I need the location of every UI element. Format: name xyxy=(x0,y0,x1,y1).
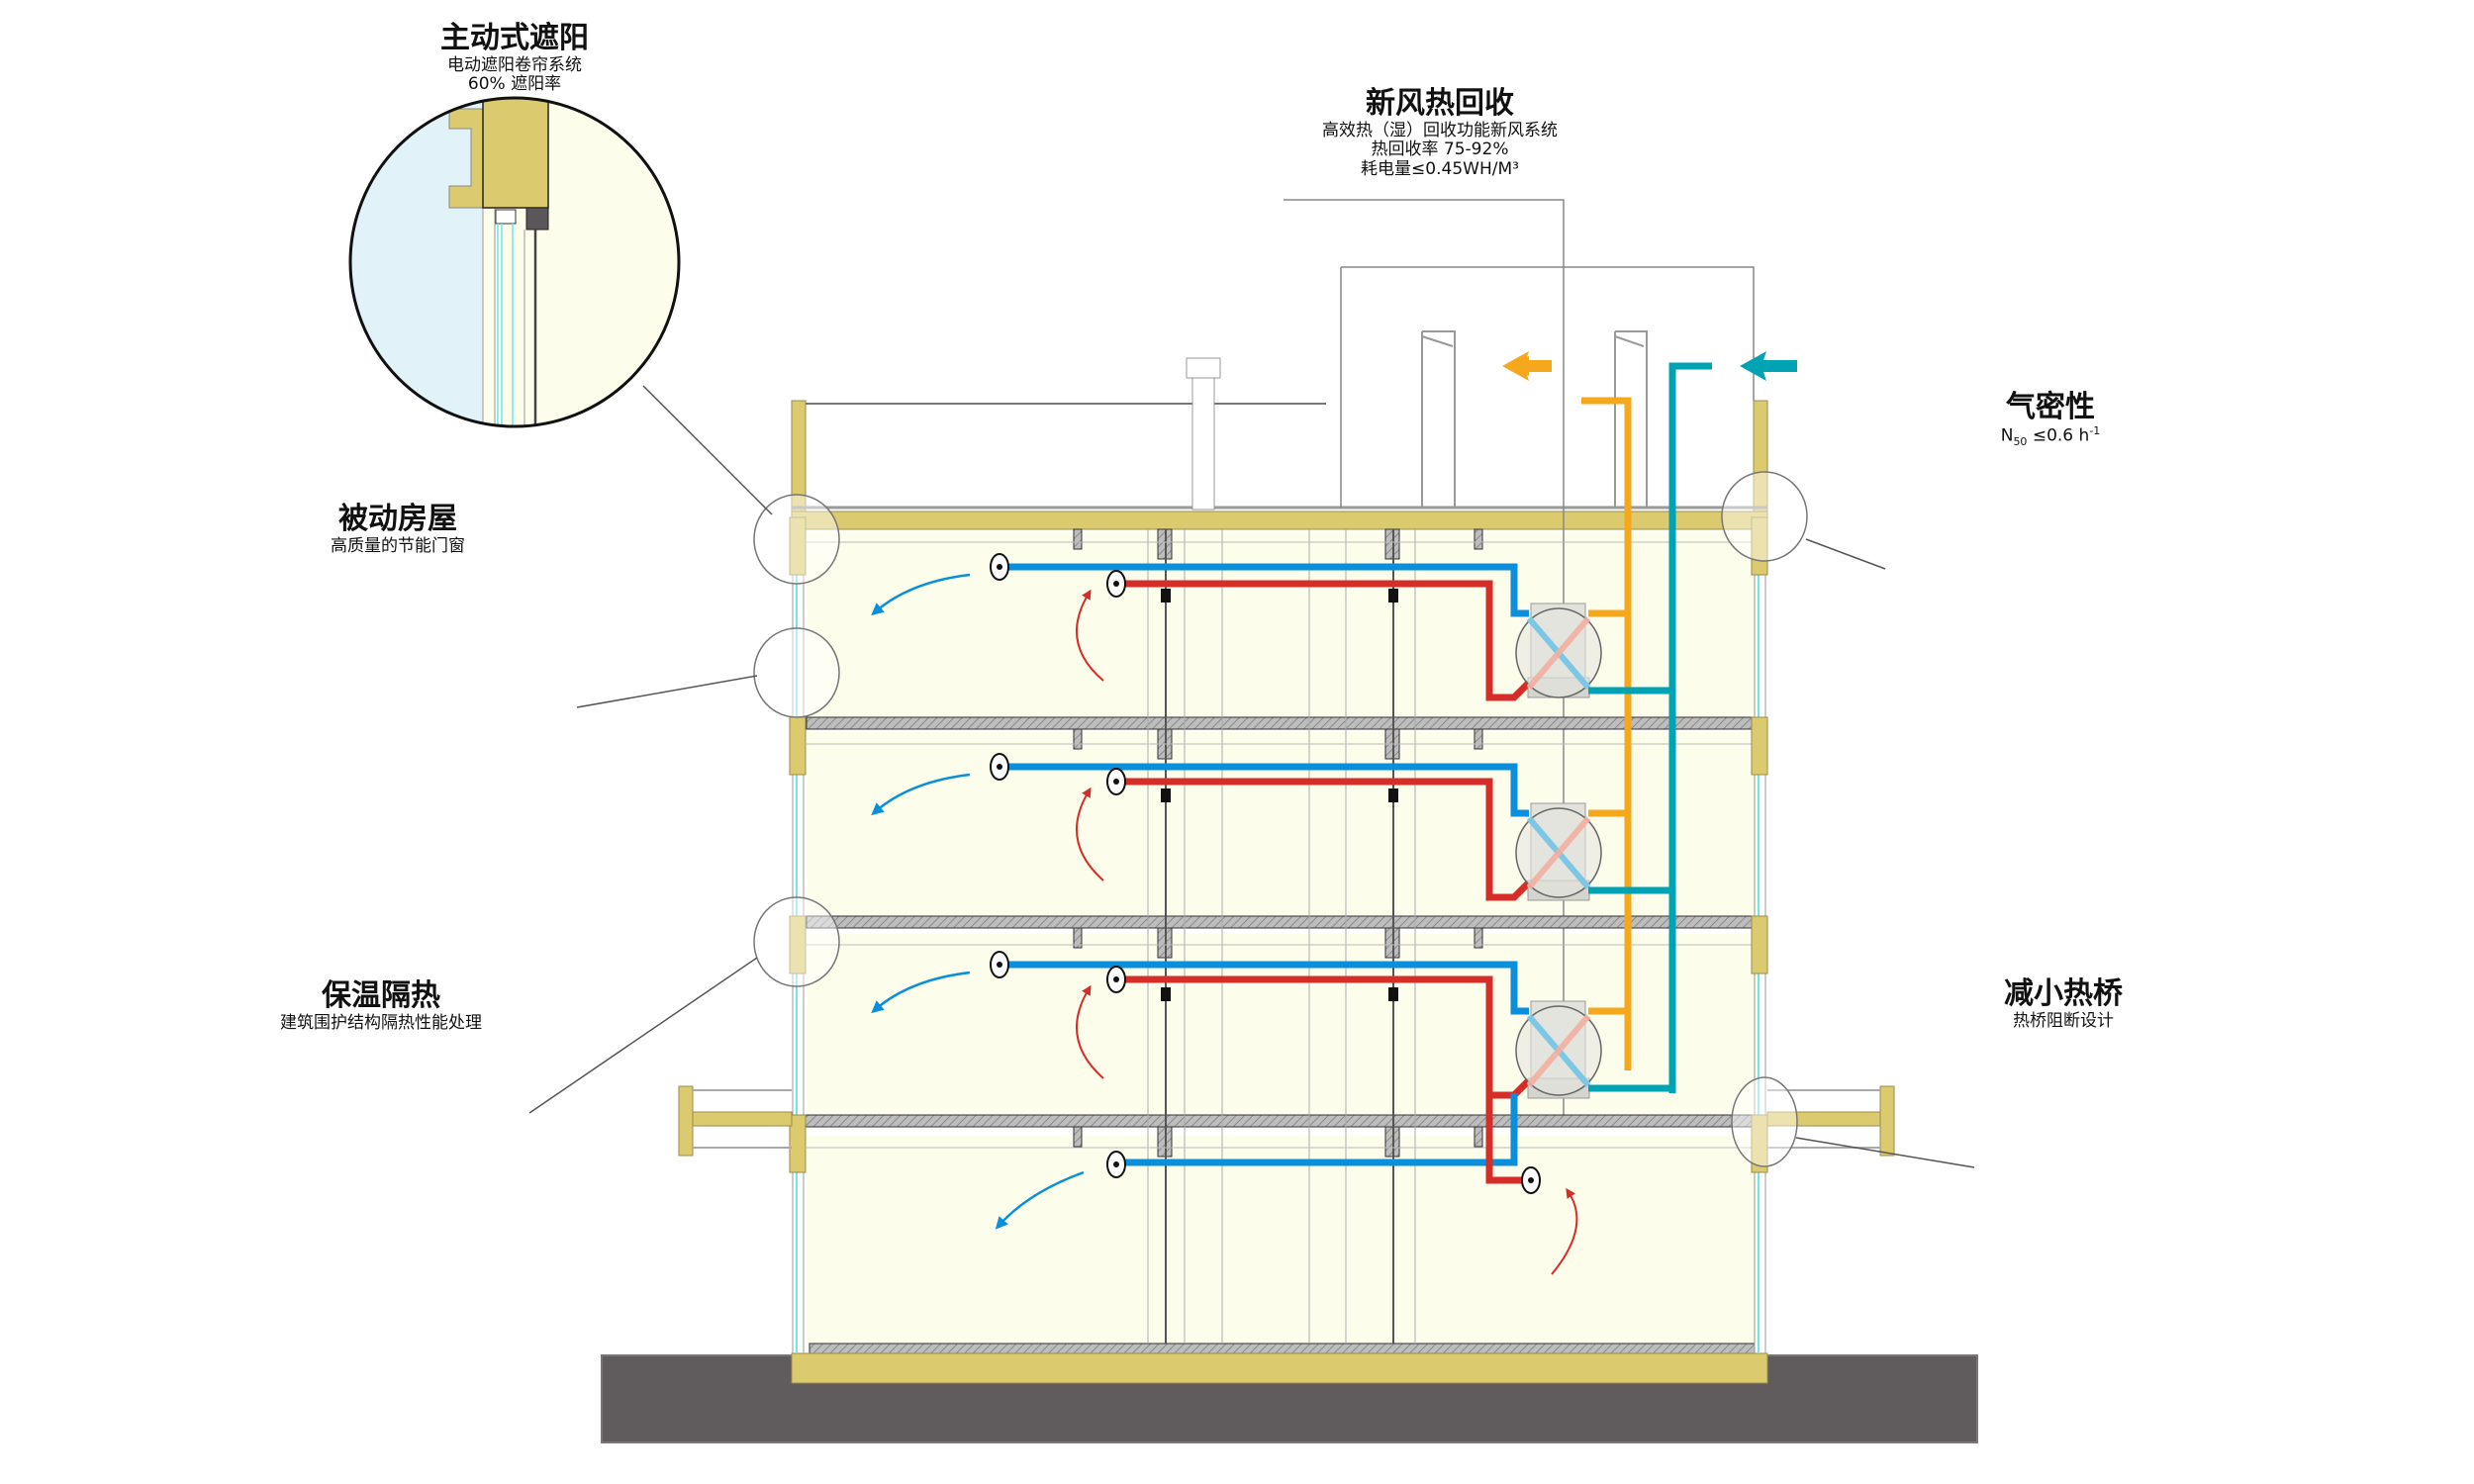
airtightness-title: 气密性 xyxy=(2006,390,2095,424)
thermal-bridge-title: 减小热桥 xyxy=(2004,976,2123,1011)
extract-grille-dot xyxy=(1528,1177,1534,1183)
mvhr-crossflow-warm xyxy=(1526,816,1591,889)
wall-bracket xyxy=(789,516,807,576)
shading-line-2: 60% 遮阳率 xyxy=(467,74,562,95)
floor-slab-3 xyxy=(806,716,1758,730)
wall-bracket xyxy=(789,915,807,974)
thermal-bridge-label: 减小热桥 热桥阻断设计 xyxy=(2004,976,2123,1031)
building-section xyxy=(678,199,1895,1384)
exhaust-riser xyxy=(1581,397,1632,1070)
downstand-beam xyxy=(1474,528,1483,550)
roof-slab xyxy=(791,510,1768,530)
downstand-beam xyxy=(1474,1126,1483,1148)
downstand-beam xyxy=(1073,528,1083,550)
shading-title: 主动式遮阳 xyxy=(440,21,589,55)
insulation-line-1: 建筑围护结构隔热性能处理 xyxy=(280,1012,482,1033)
supply-airflow-arrow xyxy=(995,1170,1085,1230)
duct-hanger xyxy=(1161,987,1171,1001)
exhaust-out-arrowhead xyxy=(1502,351,1529,381)
passive-house-title: 被动房屋 xyxy=(338,502,457,536)
extract-airflow-arrow xyxy=(1551,1187,1578,1275)
supply-duct xyxy=(1007,763,1529,817)
heat-recovery-title: 新风热回收 xyxy=(1366,86,1514,121)
leader-lines xyxy=(528,385,1975,1168)
shading-label: 主动式遮阳 电动遮阳卷帘系统 60% 遮阳率 xyxy=(440,21,589,95)
fresh-air-riser xyxy=(1668,362,1712,1093)
downstand-beam xyxy=(1073,728,1083,750)
wall-bracket xyxy=(789,716,807,776)
downstand-beam xyxy=(1474,927,1483,949)
extract-grille-dot xyxy=(1113,581,1119,587)
detail-markers xyxy=(753,471,1808,1167)
extract-duct xyxy=(1485,1093,1524,1184)
shading-line-1: 电动遮阳卷帘系统 xyxy=(447,54,582,75)
balcony-left xyxy=(678,1085,793,1157)
extract-duct xyxy=(1123,778,1532,901)
downstand-beam xyxy=(1474,728,1483,750)
supply-duct xyxy=(1007,563,1529,617)
wall-bracket xyxy=(789,1114,807,1173)
ventilation-floor-2 xyxy=(871,753,1672,901)
supply-diffuser-dot xyxy=(1113,1161,1119,1167)
supply-airflow-arrow xyxy=(871,573,971,616)
supply-airflow-arrow xyxy=(871,773,971,816)
foundation xyxy=(791,1352,1768,1384)
heat-recovery-line-2: 热回收率 75-92% xyxy=(1371,139,1509,160)
supply-diffuser-dot xyxy=(997,962,1002,968)
supply-duct xyxy=(1123,1093,1518,1166)
downstand-beam xyxy=(1073,1126,1083,1148)
shading-detail-circle xyxy=(348,96,681,428)
floor-slab-1 xyxy=(791,1114,1768,1128)
mvhr-crossflow-warm xyxy=(1526,1014,1591,1087)
balcony-right xyxy=(1766,1085,1895,1157)
passive-house-line-1: 高质量的节能门窗 xyxy=(331,535,465,556)
fresh-air-in-arrowhead xyxy=(1740,351,1766,381)
extract-airflow-arrow xyxy=(1076,984,1104,1079)
extract-grille-dot xyxy=(1113,976,1119,982)
extract-airflow-arrow xyxy=(1076,589,1104,682)
duct-hanger xyxy=(1161,589,1171,603)
supply-duct xyxy=(1007,961,1529,1015)
downstand-beam xyxy=(1073,927,1083,949)
duct-hanger xyxy=(1388,589,1398,603)
supply-diffuser-dot xyxy=(997,764,1002,770)
passive-house-label: 被动房屋 高质量的节能门窗 xyxy=(331,502,465,556)
heat-recovery-line-1: 高效热（湿）回收功能新风系统 xyxy=(1322,120,1558,140)
extract-grille-dot xyxy=(1113,779,1119,785)
roof-vent-stack xyxy=(1191,375,1215,510)
insulation-title: 保温隔热 xyxy=(322,978,440,1013)
floor-slab-2 xyxy=(806,915,1758,929)
duct-hanger xyxy=(1388,788,1398,802)
insulation-label: 保温隔热 建筑围护结构隔热性能处理 xyxy=(280,978,482,1033)
wall-bracket xyxy=(1751,716,1768,776)
duct-hanger xyxy=(1388,987,1398,1001)
airtightness-label: 气密性 N50 ≤0.6 h-1 xyxy=(2000,390,2101,448)
heat-recovery-label: 新风热回收 高效热（湿）回收功能新风系统 热回收率 75-92% 耗电量≤0.4… xyxy=(1322,86,1558,179)
supply-diffuser-dot xyxy=(997,564,1002,570)
duct-hanger xyxy=(1161,788,1171,802)
airtightness-value: N50 ≤0.6 h-1 xyxy=(2000,423,2101,448)
ventilation-floor-3 xyxy=(871,553,1672,701)
ventilation-floor-1 xyxy=(871,951,1672,1099)
wall-bracket xyxy=(1751,915,1768,974)
heat-recovery-line-3: 耗电量≤0.45WH/M³ xyxy=(1361,158,1519,179)
mvhr-crossflow-warm xyxy=(1526,616,1591,690)
thermal-bridge-line-1: 热桥阻断设计 xyxy=(2013,1010,2114,1031)
wall-bracket xyxy=(1751,1114,1768,1173)
ventilation-ground-floor xyxy=(995,1093,1578,1275)
supply-airflow-arrow xyxy=(871,971,971,1014)
extract-airflow-arrow xyxy=(1076,787,1104,881)
interior-ground-floor xyxy=(807,1136,1757,1344)
extract-duct xyxy=(1123,580,1532,701)
